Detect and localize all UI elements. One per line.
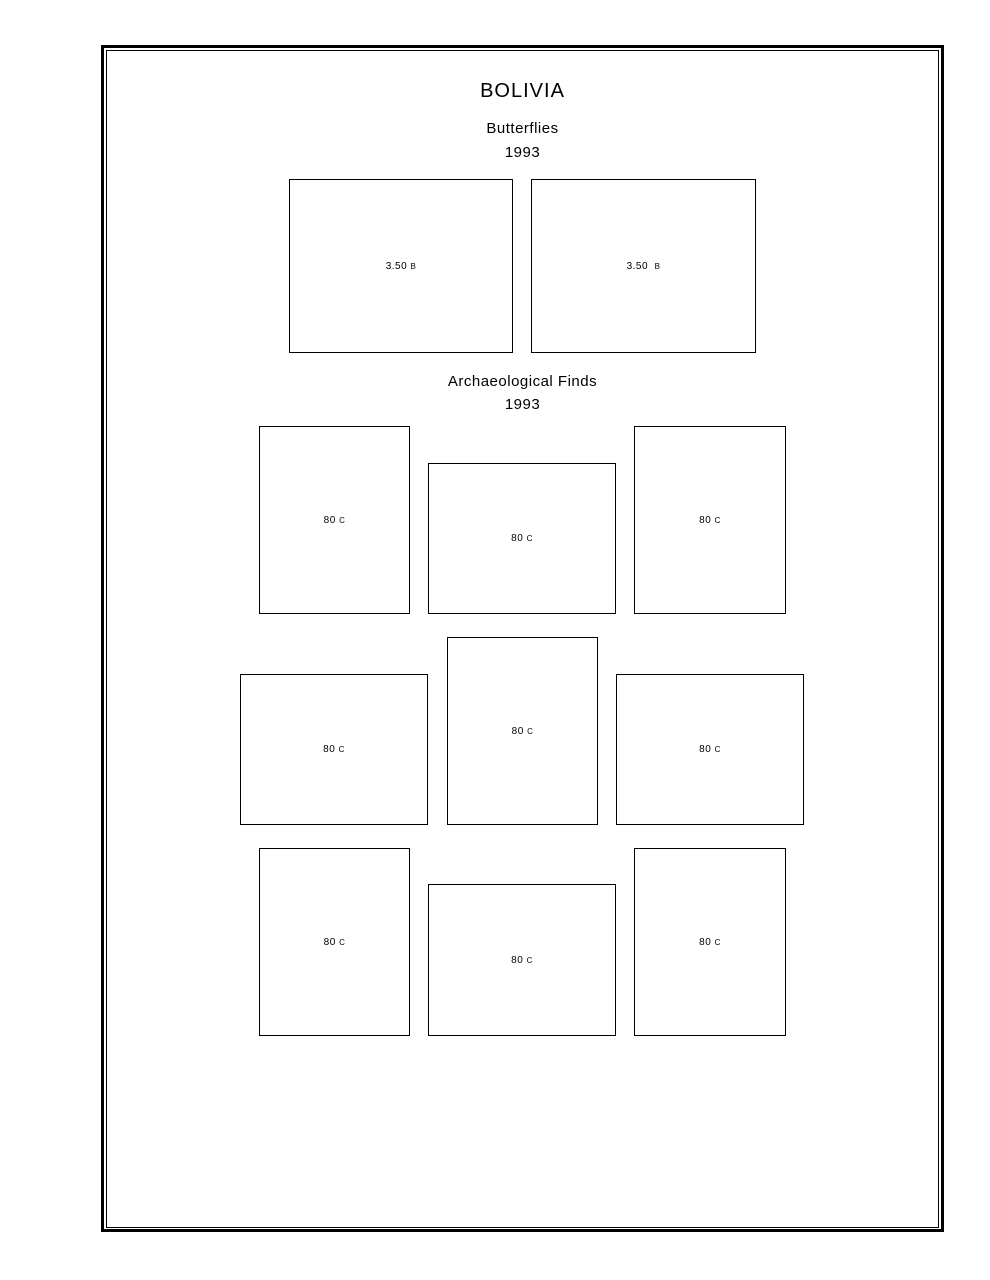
- stamp-value: 80 C: [511, 533, 533, 544]
- stamp-value: 80 C: [511, 725, 534, 737]
- stamp-value: 80 C: [699, 514, 721, 526]
- section-title-butterflies: Butterflies: [486, 120, 559, 137]
- stamp-box: 80 C: [447, 637, 598, 825]
- page-border-outer: [101, 45, 944, 1232]
- stamp-box: 80 C: [616, 674, 804, 825]
- stamp-box: 80 C: [240, 674, 428, 825]
- page-title: BOLIVIA: [480, 80, 565, 102]
- stamp-value: 80 C: [699, 936, 721, 948]
- stamp-value: 80 C: [511, 954, 533, 966]
- stamp-value: 80 C: [699, 744, 721, 755]
- stamp-box: 80 C: [634, 426, 786, 614]
- stamp-box: 3.50 B: [531, 179, 756, 353]
- stamp-value: 3.50 B: [626, 260, 661, 272]
- stamp-box: 80 C: [428, 463, 616, 614]
- section-year-butterflies: 1993: [504, 144, 541, 161]
- stamp-box: 80 C: [259, 426, 410, 614]
- stamp-value: 80 C: [323, 936, 346, 948]
- stamp-value: 3.50 B: [385, 260, 417, 272]
- page-border-inner: [106, 50, 939, 1228]
- section-year-archaeological: 1993: [504, 396, 541, 413]
- stamp-box: 80 C: [428, 884, 616, 1036]
- stamp-box: 80 C: [259, 848, 410, 1036]
- stamp-value: 80 C: [323, 514, 346, 526]
- stamp-box: 3.50 B: [289, 179, 513, 353]
- section-title-archaeological: Archaeological Finds: [447, 373, 598, 390]
- stamp-box: 80 C: [634, 848, 786, 1036]
- stamp-value: 80 C: [323, 744, 345, 755]
